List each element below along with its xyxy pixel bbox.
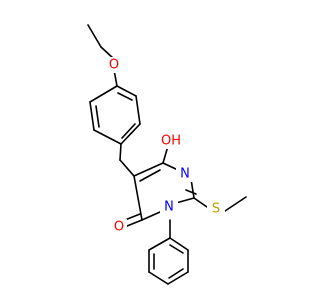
benzyl-ring — [89, 85, 141, 145]
molecule-diagram: O OH N N S O — [87, 24, 247, 285]
methylthio-group — [193, 196, 247, 212]
lower-nitrogen-label: N — [160, 199, 178, 215]
upper-nitrogen-label: N — [176, 166, 194, 182]
hydroxyl-label: OH — [158, 133, 184, 149]
carbonyl-bond — [124, 213, 143, 227]
upper-nitrogen-text: N — [180, 167, 190, 182]
phenyl-ring — [148, 237, 189, 285]
ethoxy-oxygen-label: O — [106, 57, 122, 73]
pyrimidine-ring — [133, 162, 197, 221]
hydroxyl-text: OH — [161, 134, 181, 149]
carbonyl-oxygen-text: O — [114, 220, 124, 235]
carbonyl-oxygen-label: O — [111, 219, 127, 235]
sulfur-text: S — [212, 202, 220, 217]
sulfur-label: S — [207, 201, 225, 217]
ethoxy-oxygen-text: O — [109, 58, 119, 73]
methylene-bridge — [119, 143, 135, 177]
lower-nitrogen-text: N — [164, 200, 174, 215]
ethyl-group — [87, 24, 115, 60]
